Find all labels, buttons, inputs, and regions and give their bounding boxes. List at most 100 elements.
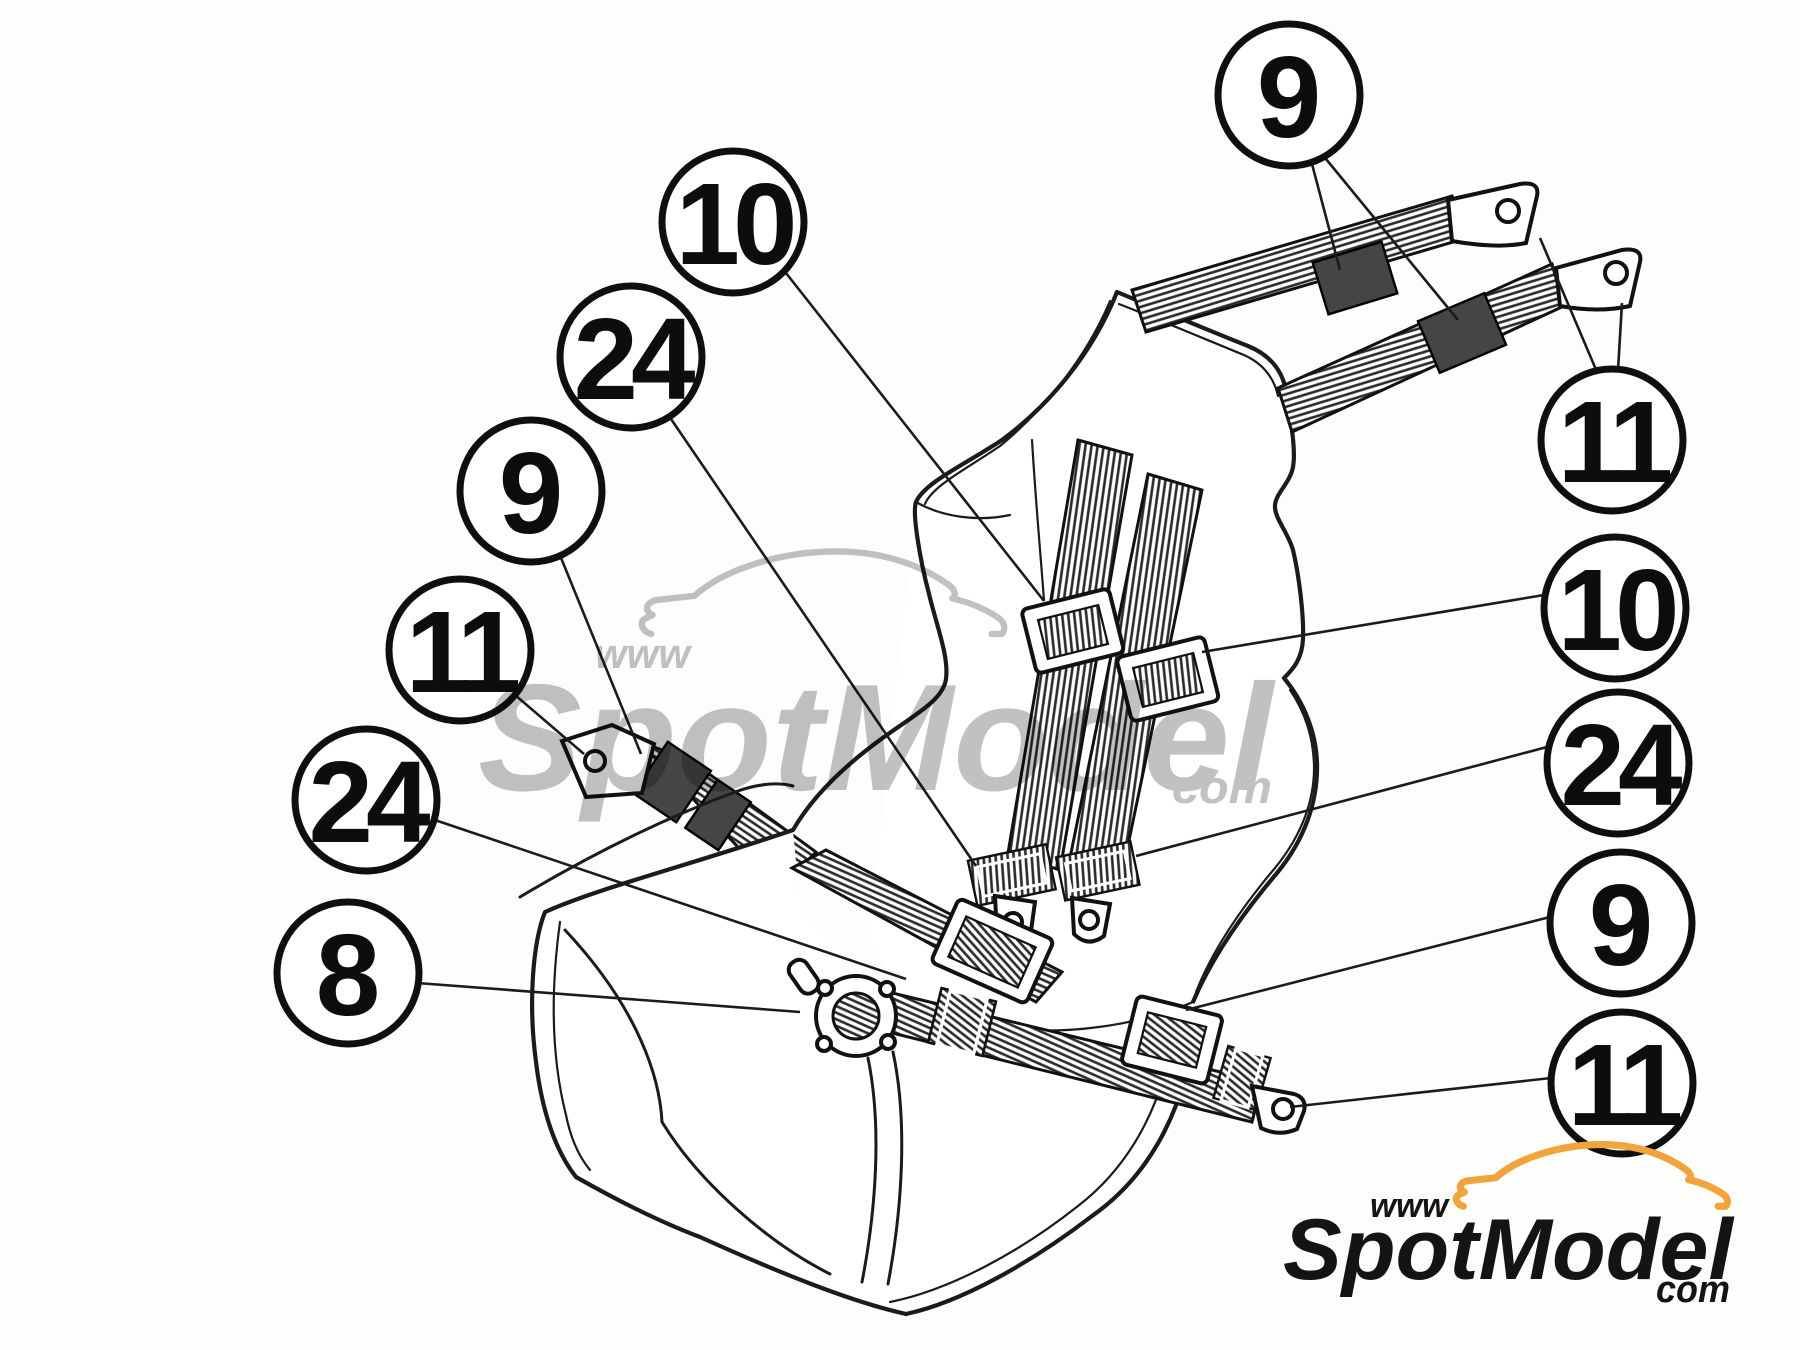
callout-24-right-ring (1543, 688, 1693, 838)
leader-9-left-1 (555, 547, 643, 755)
callout-10-left-label: 10 (675, 159, 793, 289)
left-anchor-clamp-1 (631, 740, 713, 824)
spotmodel-logo: www SpotModel com (1283, 1141, 1735, 1311)
callout-24-right: 24 (1543, 688, 1693, 838)
callout-24-left-2-ring (291, 725, 441, 875)
watermark-www: www (595, 630, 692, 677)
callout-11-right-2: 11 (1547, 1008, 1697, 1158)
leader-24-right-1 (1135, 745, 1548, 858)
leader-11-right-1-2 (1616, 302, 1624, 371)
watermark-tld: com (1172, 761, 1272, 813)
base-ridge-outer (886, 1050, 904, 1286)
shoulder-strap-clamp-upper (1311, 240, 1399, 316)
callout-24-left-1: 24 (556, 282, 706, 432)
leader-lines (416, 158, 1624, 1109)
callout-11-right-2-label: 11 (1568, 1020, 1681, 1150)
callout-24-right-label: 24 (1560, 700, 1682, 830)
buckle-lug-1 (878, 980, 896, 998)
buckle-lug-3 (815, 1035, 833, 1053)
callout-10-right-label: 10 (1557, 545, 1675, 675)
buckle-lug-4 (879, 1033, 897, 1051)
backrest-inner-edge-left (923, 299, 1112, 506)
leader-11-right-2-1 (1289, 1076, 1552, 1109)
callout-11-left-label: 11 (406, 587, 519, 717)
lap-belt (786, 848, 1307, 1135)
callout-24-left-2-label: 24 (308, 737, 430, 867)
shoulder-strap-clamp-lower (1416, 291, 1508, 375)
backrest-outline-right (1114, 289, 1320, 1005)
base-bottom-edge (573, 1174, 909, 1317)
lap-right-end-stitch (1219, 1046, 1265, 1110)
front-strap-left-sewn-stitch (975, 851, 1048, 899)
leader-9-top-1 (1310, 163, 1342, 271)
seat-illustration (518, 181, 1643, 1317)
callout-10-right-ring (1540, 533, 1690, 683)
shoulder-contour (914, 500, 1012, 520)
lap-right-wrap-stitch (934, 988, 990, 1056)
lap-left-adjuster-web (946, 914, 1038, 990)
shoulder-anchor-hole-upper (1495, 198, 1521, 224)
shoulder-anchor-plate-lower (1553, 247, 1643, 312)
shoulder-anchor-plate-upper (1445, 181, 1540, 248)
buckle-lug-2 (816, 979, 834, 997)
left-anchor-plate (559, 722, 657, 800)
callout-24-left-2: 24 (291, 725, 441, 875)
logo-brand: SpotModel (1283, 1202, 1735, 1298)
buckle-center-pad (831, 991, 881, 1041)
front-strap-right-sewn-loop (1054, 840, 1141, 902)
callout-9-right: 9 (1546, 848, 1696, 998)
callout-9-top: 9 (1214, 20, 1364, 170)
leader-9-right-1 (1185, 915, 1551, 1012)
front-strap-left-adjuster-web (1036, 603, 1110, 661)
front-strap-right-sewn-stitch (1063, 849, 1132, 893)
watermark-car-icon (638, 548, 1008, 638)
callout-9-right-label: 9 (1589, 860, 1654, 990)
callout-9-right-ring (1546, 848, 1696, 998)
lap-right-adjuster-web (1136, 1011, 1208, 1069)
front-straps (966, 438, 1221, 946)
callout-11-left-ring (385, 575, 535, 725)
base-front-left-inner (552, 920, 592, 1172)
base-center-seam (563, 928, 832, 1276)
front-strap-right-end-hole (1078, 909, 1100, 931)
callout-8-left: 8 (273, 898, 423, 1048)
watermark-center: www SpotModel com (478, 548, 1276, 823)
center-buckle (786, 957, 898, 1058)
left-anchor-hole (583, 749, 607, 773)
lap-right-anchor-hole (1271, 1097, 1295, 1121)
callout-9-top-ring (1214, 20, 1364, 170)
callout-24-left-1-label: 24 (573, 294, 695, 424)
shoulder-straps (1130, 181, 1643, 435)
leader-10-right-1 (1201, 593, 1545, 654)
callout-11-right-1-label: 11 (1558, 377, 1671, 507)
base-front-left-edge (530, 827, 796, 1180)
leader-8-left-1 (416, 981, 801, 1014)
callout-8-left-label: 8 (316, 910, 381, 1040)
callout-10-left-ring (658, 147, 808, 297)
callout-9-left: 9 (456, 416, 606, 566)
seat-base-fill (532, 830, 1196, 1314)
callout-11-left: 11 (385, 575, 535, 725)
callout-9-left-ring (456, 416, 606, 566)
base-ridge-inner (860, 1056, 878, 1284)
callout-10-left: 10 (658, 147, 808, 297)
base-left-bolster-crest (518, 782, 795, 899)
callout-9-left-label: 9 (499, 428, 564, 558)
front-strap-right-adjuster-web (1131, 651, 1205, 709)
callout-10-right: 10 (1540, 533, 1690, 683)
leader-24-left-2-1 (422, 814, 907, 981)
callout-11-right-2-ring (1547, 1008, 1697, 1158)
shoulder-anchor-hole-lower (1603, 260, 1629, 286)
logo-tld: com (1656, 1269, 1730, 1311)
callout-9-top-label: 9 (1257, 32, 1322, 162)
leader-9-top-2 (1324, 158, 1460, 321)
leader-11-right-1-1 (1538, 237, 1599, 373)
callout-11-right-1: 11 (1537, 365, 1687, 515)
leader-10-left-1 (784, 272, 1046, 602)
buckle-lever (786, 957, 821, 996)
callout-11-right-1-ring (1537, 365, 1687, 515)
callout-8-left-ring (273, 898, 423, 1048)
